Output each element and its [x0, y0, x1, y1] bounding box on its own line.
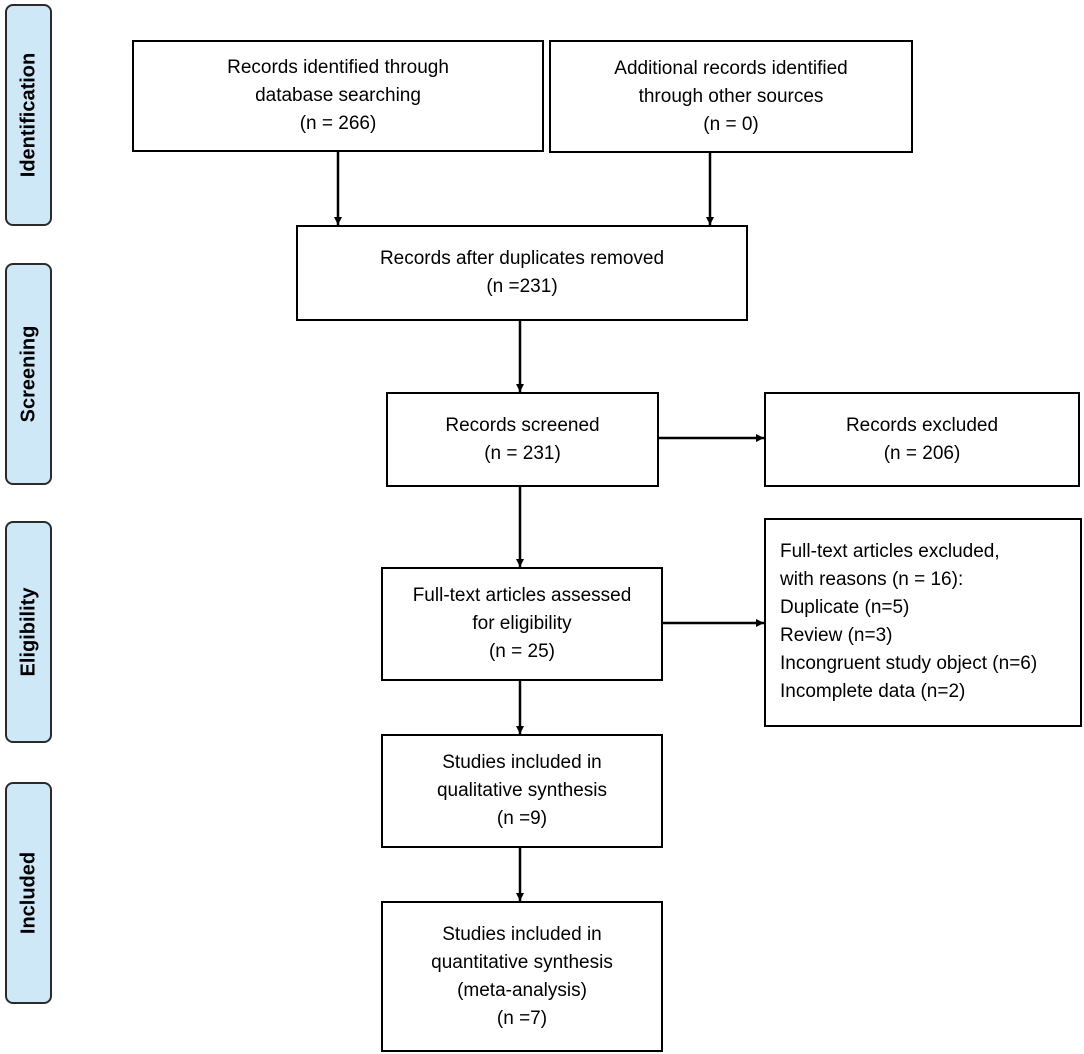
box-text: Full-text articles excluded,: [780, 541, 1000, 562]
box-quantitative-synthesis: Studies included in quantitative synthes…: [381, 901, 663, 1052]
box-duplicates-removed: Records after duplicates removed (n =231…: [296, 225, 748, 321]
box-text: through other sources: [638, 85, 824, 107]
box-text: Incomplete data (n=2): [780, 681, 966, 702]
box-text: Records identified through: [227, 57, 449, 78]
box-records-excluded: Records excluded (n = 206): [764, 392, 1080, 487]
box-text: (n = 266): [299, 113, 377, 134]
phase-eligibility: Eligibility: [5, 521, 52, 743]
box-text: Review (n=3): [780, 625, 893, 646]
box-fulltext-assessed: Full-text articles assessed for eligibil…: [381, 567, 663, 681]
box-text: Records screened: [445, 414, 600, 436]
box-text: Incongruent study object (n=6): [780, 653, 1038, 674]
box-text: quantitative synthesis: [431, 951, 613, 973]
box-records-screened: Records screened (n = 231): [386, 392, 659, 487]
box-text: qualitative synthesis: [436, 780, 608, 801]
phase-included: Included: [5, 782, 52, 1004]
box-other-sources: Additional records identified through ot…: [549, 40, 913, 153]
box-qualitative-synthesis: Studies included in qualitative synthesi…: [381, 734, 663, 848]
box-fulltext-excluded: Full-text articles excluded, with reason…: [764, 518, 1082, 727]
box-text: Studies included in: [442, 923, 602, 945]
box-text: (meta-analysis): [457, 979, 587, 1001]
box-text: Records excluded: [845, 414, 999, 436]
box-text: Records after duplicates removed: [379, 248, 665, 269]
box-text: (n = 0): [703, 113, 759, 135]
box-text: (n = 206): [883, 442, 961, 464]
box-text: (n =231): [486, 276, 558, 297]
phase-screening: Screening: [5, 263, 52, 485]
box-text: for eligibility: [472, 613, 572, 634]
box-text: (n = 25): [488, 641, 555, 662]
box-text: (n =7): [496, 1007, 548, 1029]
box-text: with reasons (n = 16):: [780, 569, 964, 590]
phase-identification: Identification: [5, 4, 52, 226]
box-database-searching: Records identified through database sear…: [132, 40, 544, 152]
box-text: database searching: [255, 85, 421, 106]
box-text: Duplicate (n=5): [780, 597, 910, 618]
box-text: (n = 231): [484, 442, 561, 464]
box-text: Additional records identified: [614, 57, 848, 79]
box-text: Full-text articles assessed: [412, 585, 632, 606]
box-text: (n =9): [496, 808, 548, 829]
box-text: Studies included in: [442, 752, 602, 773]
